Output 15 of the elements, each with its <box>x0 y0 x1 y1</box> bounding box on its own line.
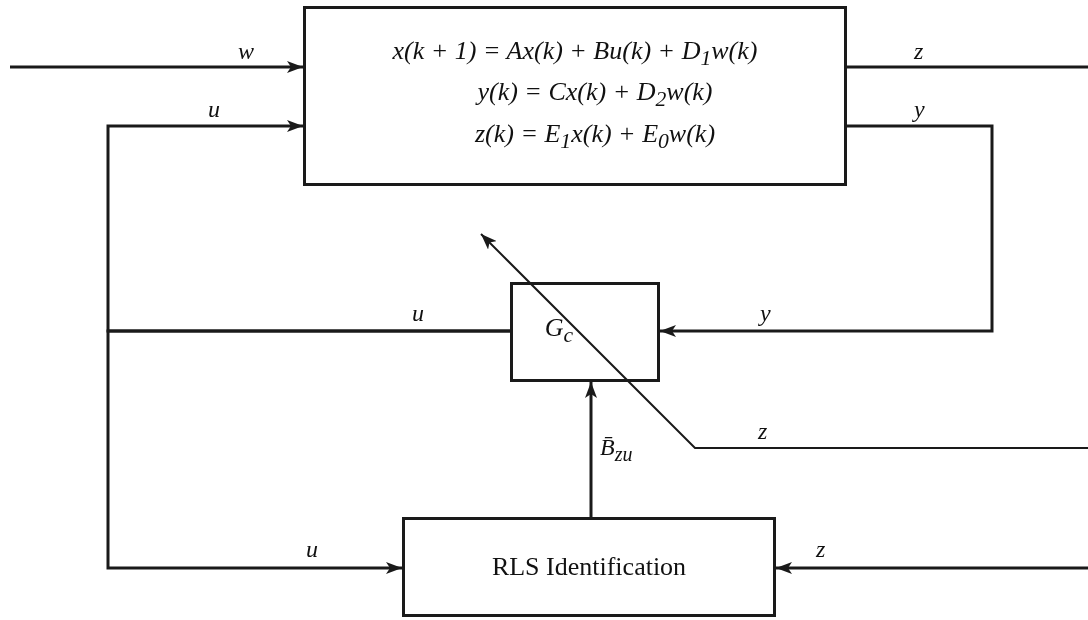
state-equation: x(k + 1) = Ax(k) + Bu(k) + D$_{1}$w(k) <box>392 35 758 73</box>
input-arrow <box>10 61 303 73</box>
plant-model-box <box>303 6 847 186</box>
controller-box <box>510 282 660 382</box>
state-equation: y(k) = Cx(k) + D$_{2}$w(k) <box>477 76 713 114</box>
block-label: RLS Identification <box>491 552 687 582</box>
signal-arrow <box>660 124 994 337</box>
output-line <box>847 65 1088 69</box>
signal-arrow <box>776 562 1088 574</box>
identification-box <box>402 517 776 617</box>
signal-arrow <box>106 329 510 574</box>
state-equation: z(k) = E$_{1}$x(k) + E$_{0}$w(k) <box>474 117 716 155</box>
signal-arrow <box>585 382 597 517</box>
controller-label: G$_{c}$ <box>544 312 574 350</box>
adaptation-arrow <box>480 233 1088 449</box>
